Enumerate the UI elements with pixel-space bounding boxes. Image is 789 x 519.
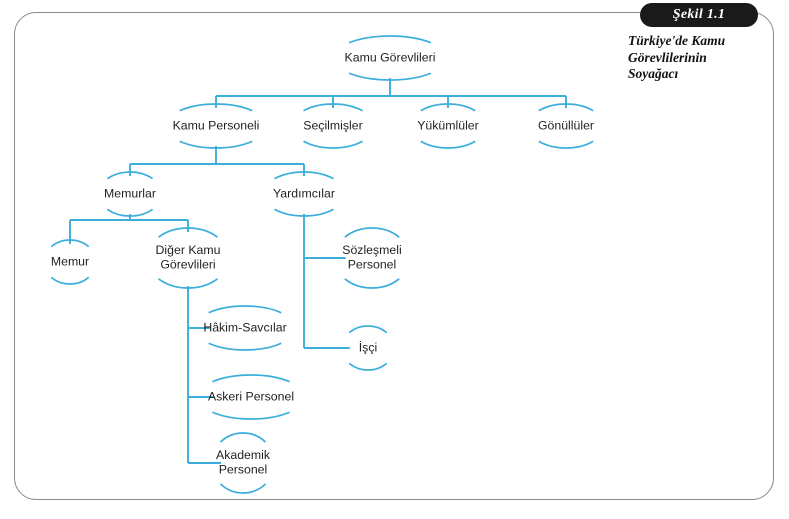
node-label: Memurlar — [104, 186, 156, 200]
tree-node-yardimcilar: Yardımcılar — [273, 186, 335, 200]
node-label: İşçi — [359, 340, 377, 354]
node-label: Görevlileri — [160, 258, 215, 272]
figure-caption: Türkiye'de Kamu Görevlilerinin Soyağacı — [628, 33, 778, 83]
node-label: Personel — [219, 463, 268, 477]
node-label: Yardımcılar — [273, 186, 335, 200]
tree-node-hakim_savcilar: Hâkim-Savcılar — [203, 320, 286, 334]
connector-lines — [50, 35, 594, 494]
node-label: Personel — [348, 258, 397, 272]
node-label: Kamu Görevlileri — [345, 50, 436, 64]
tree-node-askeri_personel: Askeri Personel — [208, 389, 294, 403]
node-label: Hâkim-Savcılar — [203, 320, 286, 334]
caption-line-3: Soyağacı — [628, 66, 679, 81]
tree-node-memur: Memur — [51, 254, 89, 268]
node-label: Seçilmişler — [303, 118, 362, 132]
node-label: Diğer Kamu — [156, 243, 221, 257]
tree-node-memurlar: Memurlar — [104, 186, 156, 200]
tree-node-secilmisler: Seçilmişler — [303, 118, 362, 132]
figure-frame — [14, 12, 774, 500]
node-label: Memur — [51, 254, 89, 268]
tree-node-kamu_gorevlileri: Kamu Görevlileri — [345, 50, 436, 64]
caption-line-2: Görevlilerinin — [628, 49, 707, 65]
node-label: Kamu Personeli — [173, 118, 260, 132]
node-label: Gönüllüler — [538, 118, 594, 132]
tree-node-kamu_personeli: Kamu Personeli — [173, 118, 260, 132]
caption-line-1: Türkiye'de Kamu — [628, 33, 726, 48]
node-label: Sözleşmeli — [342, 243, 401, 257]
figure-badge: Şekil 1.1 — [640, 3, 758, 27]
tree-node-gonulluler: Gönüllüler — [538, 118, 594, 132]
tree-node-isci: İşçi — [359, 340, 377, 354]
node-label: Askeri Personel — [208, 389, 294, 403]
node-label: Akademik — [216, 448, 271, 462]
tree-node-yukumluler: Yükümlüler — [417, 118, 479, 132]
node-label: Yükümlüler — [417, 118, 479, 132]
